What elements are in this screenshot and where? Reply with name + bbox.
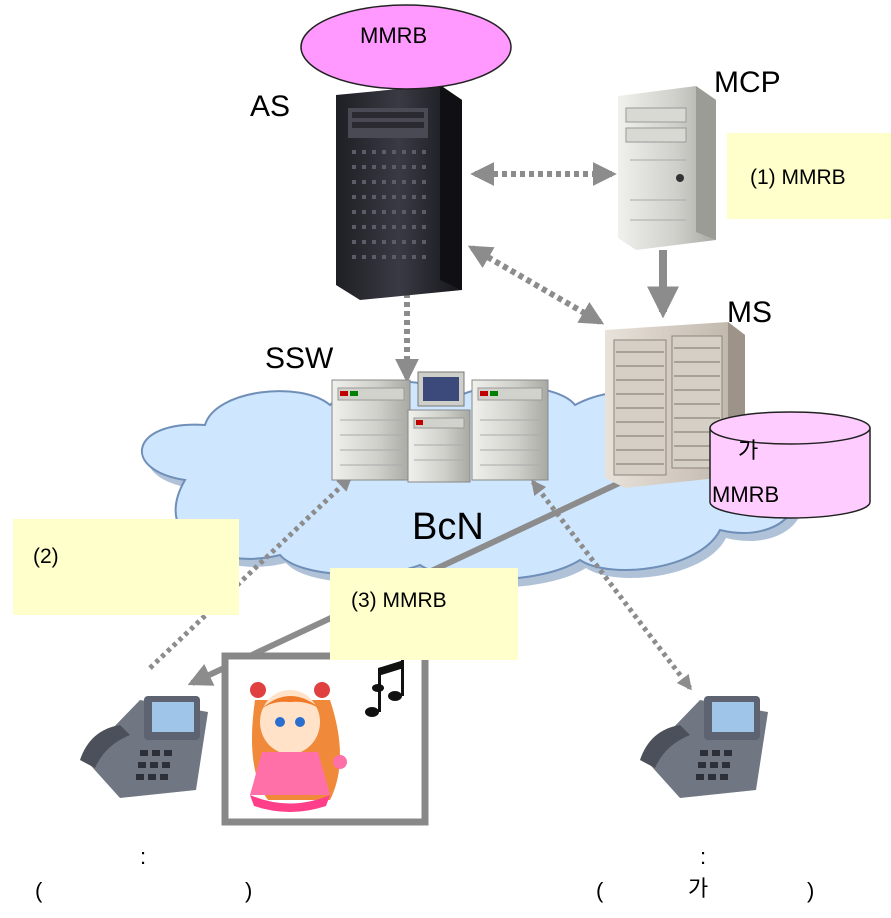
server-tower-icon <box>618 86 716 250</box>
right-terminal-open: ( <box>596 878 604 903</box>
ms-label: MS <box>727 296 772 329</box>
server-tower-icon <box>331 371 549 483</box>
note-step-3: (3) MMRB <box>330 568 518 660</box>
character-image <box>221 652 429 826</box>
network-label: BcN <box>412 506 484 548</box>
left-terminal-colon: : <box>140 844 147 869</box>
left-phone-ssw-arrow <box>148 475 353 670</box>
as-label: AS <box>250 90 291 123</box>
as-db-label: MMRB <box>360 23 428 48</box>
ssw-label: SSW <box>265 342 334 375</box>
note-step-1: (1) MMRB <box>727 133 891 219</box>
mcp-label: MCP <box>714 66 781 99</box>
note-step-1-text: (1) MMRB <box>750 166 846 189</box>
note-step-3-text: (3) MMRB <box>351 589 447 612</box>
right-phone-ssw-arrow <box>531 479 692 691</box>
server-tower-icon <box>336 85 462 300</box>
ip-phone-icon <box>640 696 768 798</box>
as-db-ellipse <box>300 4 512 90</box>
note-step-2: (2) <box>13 519 239 615</box>
right-terminal-close: ) <box>807 878 815 903</box>
left-terminal-close: ) <box>245 878 253 903</box>
left-terminal-open: ( <box>35 878 43 903</box>
right-terminal-mid: 가 <box>688 876 709 901</box>
note-step-2-text: (2) <box>33 545 59 568</box>
right-terminal-colon: : <box>700 844 707 869</box>
as-ms-arrow <box>467 245 605 325</box>
music-note-icon <box>365 660 404 717</box>
database-icon <box>709 411 871 519</box>
ip-phone-icon <box>80 696 208 798</box>
ms-db-label-2: MMRB <box>712 482 780 507</box>
ms-db-label-1: 가 <box>738 438 759 463</box>
